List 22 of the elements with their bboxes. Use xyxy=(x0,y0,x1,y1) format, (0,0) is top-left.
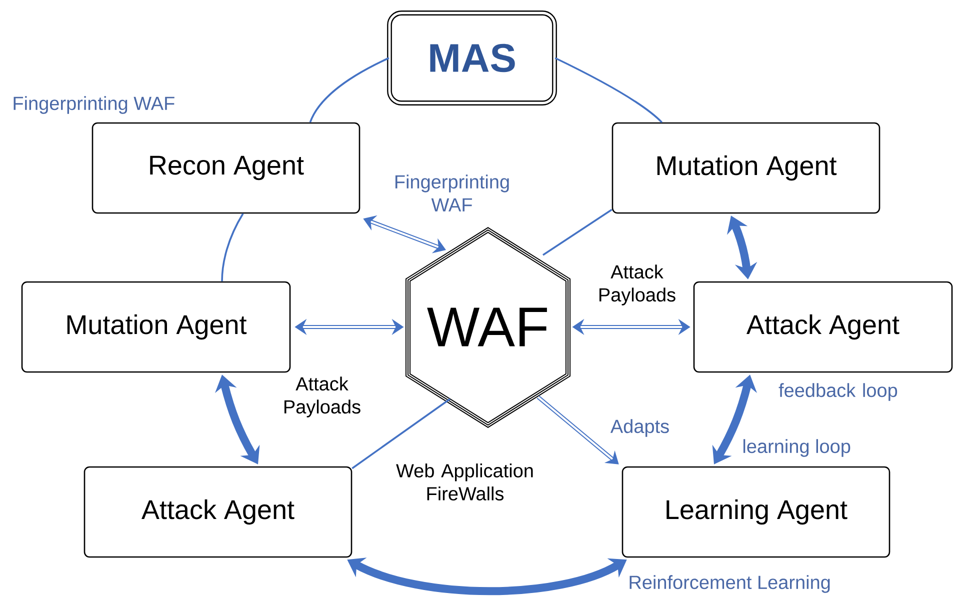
annotation-text: Reinforcement Learning xyxy=(630,575,830,593)
agent-box: Attack Agent xyxy=(693,281,953,373)
edge-label: Adapts xyxy=(610,419,669,437)
edge-label: Attack Payloads xyxy=(284,376,360,418)
connector-line xyxy=(542,208,612,256)
caption-text: Web Application FireWalls xyxy=(396,464,533,500)
connector-line xyxy=(221,213,244,282)
connector-line xyxy=(352,398,451,470)
connector-line xyxy=(554,57,662,123)
arrow xyxy=(536,395,619,464)
agent-box: Recon Agent xyxy=(92,122,360,214)
title-box: MAS xyxy=(387,10,557,106)
agent-box: Mutation Agent xyxy=(21,281,291,373)
annotation-text: Fingerprinting WAF xyxy=(14,96,174,114)
edge-label: Attack Payloads xyxy=(599,264,676,306)
agent-box: Attack Agent xyxy=(84,466,352,558)
agent-box: Learning Agent xyxy=(622,466,890,558)
annotation-text: learning loop xyxy=(743,439,850,457)
caption-text: feedback loop xyxy=(778,383,898,401)
agent-box: Mutation Agent xyxy=(612,122,880,214)
connector-line xyxy=(309,57,390,123)
edge-label: Fingerprinting WAF xyxy=(395,174,509,212)
